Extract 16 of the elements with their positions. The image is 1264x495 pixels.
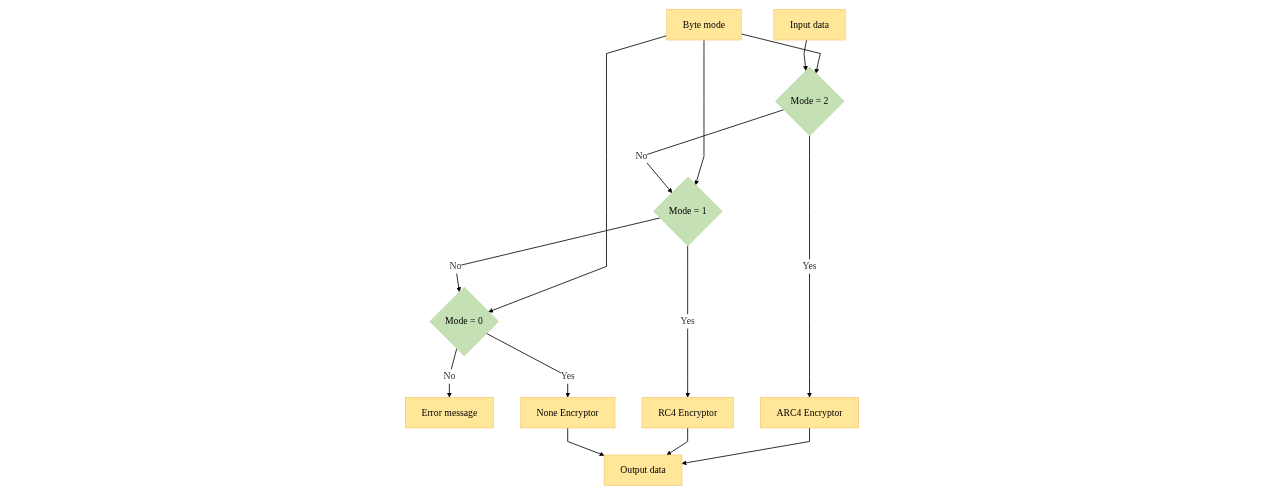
edge-label: No [449, 260, 462, 272]
node-diamond: Mode = 1 [653, 176, 723, 246]
node-diamond: Mode = 0 [429, 286, 499, 356]
edge-label: No [635, 150, 648, 162]
node-box: RC4 Encryptor [641, 397, 734, 429]
node-box: Error message [405, 397, 494, 429]
node-diamond: Mode = 2 [775, 66, 845, 136]
node-box: Input data [773, 9, 846, 41]
edge-label: No [443, 370, 456, 382]
edge-label: Yes [680, 315, 695, 327]
node-box: None Encryptor [520, 397, 616, 429]
node-box: Byte mode [666, 9, 742, 41]
node-box: ARC4 Encryptor [760, 397, 859, 429]
node-box: Output data [603, 454, 683, 486]
edge-label: Yes [560, 370, 575, 382]
edge-label: Yes [802, 260, 817, 272]
